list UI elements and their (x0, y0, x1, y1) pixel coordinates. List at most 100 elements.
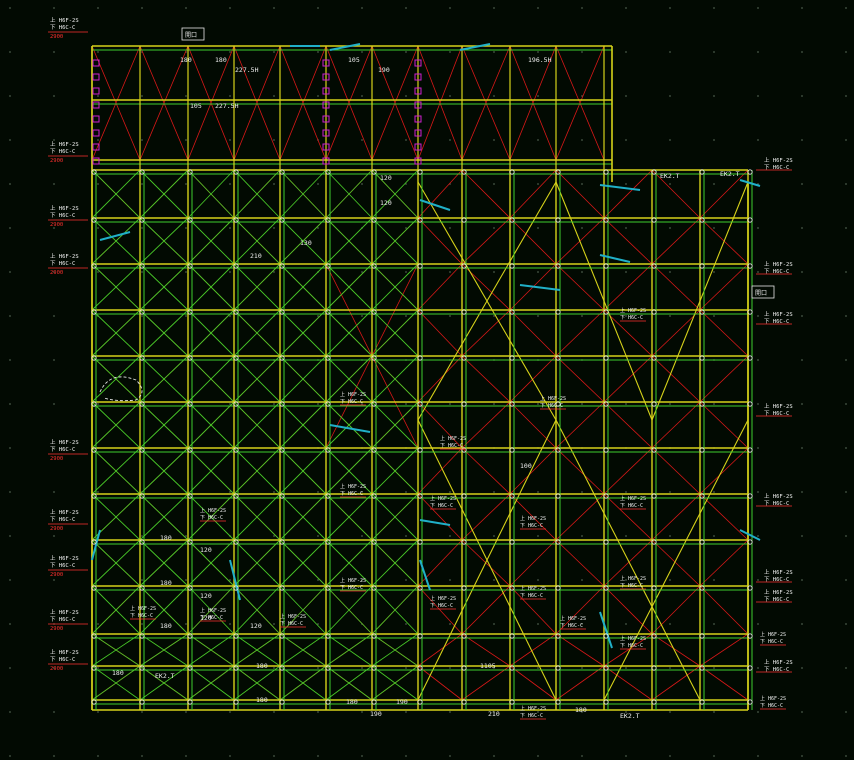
node-circle (603, 309, 609, 315)
red-brace (371, 45, 419, 161)
node-circle (651, 401, 657, 407)
node-circle (417, 633, 423, 639)
callout-line1: 上 H6F-2S (50, 608, 79, 616)
red-brace (461, 309, 511, 357)
node-circle (371, 585, 377, 591)
callout-line1: 上 H6F-2S (764, 658, 793, 666)
node-circle (699, 401, 705, 407)
node-circle (371, 665, 377, 671)
grid-dot (229, 755, 231, 757)
callout-line2: 下 H6C-C (50, 260, 75, 267)
magenta-node (414, 87, 422, 95)
cyan-mark (599, 254, 631, 263)
grid-dot (845, 755, 847, 757)
red-brace (651, 309, 701, 357)
node-circle (461, 585, 467, 591)
grid-dot (141, 315, 143, 317)
node-circle (187, 493, 193, 499)
green-brace (187, 447, 235, 495)
callout-line2: 下 H6C-C (764, 410, 789, 417)
interior-callout: 上 H6F-2S下 H6C-C (200, 607, 226, 622)
grid-dot (185, 227, 187, 229)
red-brace (139, 45, 189, 161)
callout-line1: 上 H6F-2S (520, 705, 546, 712)
callout-line1: 上 H6F-2S (50, 554, 79, 562)
right-callout: 上 H6F-2S下 H6C-C (756, 260, 793, 275)
callout-line3: 2900 (50, 158, 63, 164)
structural-columns (91, 46, 753, 710)
dimension-label: 180 (160, 534, 172, 542)
node-circle (139, 493, 145, 499)
grid-dot (581, 315, 583, 317)
callout-line2: 下 H6C-C (620, 503, 643, 509)
node-circle (91, 633, 97, 639)
node-circle (91, 263, 97, 269)
grid-dot (537, 183, 539, 185)
node-circle (233, 493, 239, 499)
green-brace (139, 493, 189, 541)
node-circle (555, 401, 561, 407)
green-brace (371, 309, 419, 357)
node-circle (555, 665, 561, 671)
grid-dot (97, 139, 99, 141)
node-circle (555, 355, 561, 361)
grid-dot (581, 623, 583, 625)
grid-dot (449, 403, 451, 405)
red-brace (699, 355, 749, 403)
callout-line2: 下 H6C-C (430, 603, 453, 609)
grid-dot (713, 403, 715, 405)
grid-dot (317, 755, 319, 757)
red-brace (651, 447, 701, 495)
right-callout: 上 H6F-2S下 H6C-C (756, 568, 793, 583)
node-circle (187, 401, 193, 407)
grid-dot (493, 7, 495, 9)
red-brace (461, 665, 511, 701)
right-callout: 上 H6F-2S下 H6C-C (756, 658, 793, 673)
grid-dot (9, 447, 11, 449)
grid-dot (9, 51, 11, 53)
node-circle (461, 217, 467, 223)
node-circle (325, 633, 331, 639)
grid-dot (581, 139, 583, 141)
node-circle (325, 401, 331, 407)
magenta-node (322, 143, 330, 151)
node-circle (603, 493, 609, 499)
connection-nodes (91, 169, 753, 705)
node-circle (91, 665, 97, 671)
grid-dot (493, 139, 495, 141)
green-brace (371, 585, 419, 635)
red-brace (603, 585, 653, 635)
green-brace (91, 585, 141, 635)
grid-dot (53, 535, 55, 537)
green-brace (91, 263, 141, 311)
grid-dot (273, 711, 275, 713)
red-brace (555, 169, 605, 219)
interior-callout: 上 H6F-2S下 H6C-C (130, 605, 156, 620)
callout-line2: 下 H6C-C (764, 318, 789, 325)
grid-dot (53, 51, 55, 53)
node-circle (233, 309, 239, 315)
grid-dot (185, 183, 187, 185)
grid-dot (405, 271, 407, 273)
green-brace (233, 493, 281, 541)
callout-line2: 下 H6C-C (764, 576, 789, 583)
callout-line3: 2900 (50, 626, 63, 632)
grid-dot (273, 755, 275, 757)
grid-dot (537, 51, 539, 53)
callout-line1: 上 H6F-2S (50, 140, 79, 148)
red-brace (417, 447, 463, 495)
left-callouts: 上 H6F-2S 下 H6C-C 2900 上 H6F-2S 下 H6C-C 2900 上 … (48, 16, 88, 672)
grid-dot (185, 139, 187, 141)
grid-dot (801, 667, 803, 669)
grid-dot (713, 667, 715, 669)
green-brace (139, 355, 189, 403)
node-circle (555, 699, 561, 705)
callout-line2: 下 H6C-C (50, 24, 75, 31)
grid-dot (625, 315, 627, 317)
grid-dot (361, 271, 363, 273)
callout-line1: 上 H6F-2S (620, 495, 646, 502)
node-circle (279, 401, 285, 407)
red-brace (555, 309, 605, 357)
callout-line2: 下 H6C-C (440, 443, 463, 449)
